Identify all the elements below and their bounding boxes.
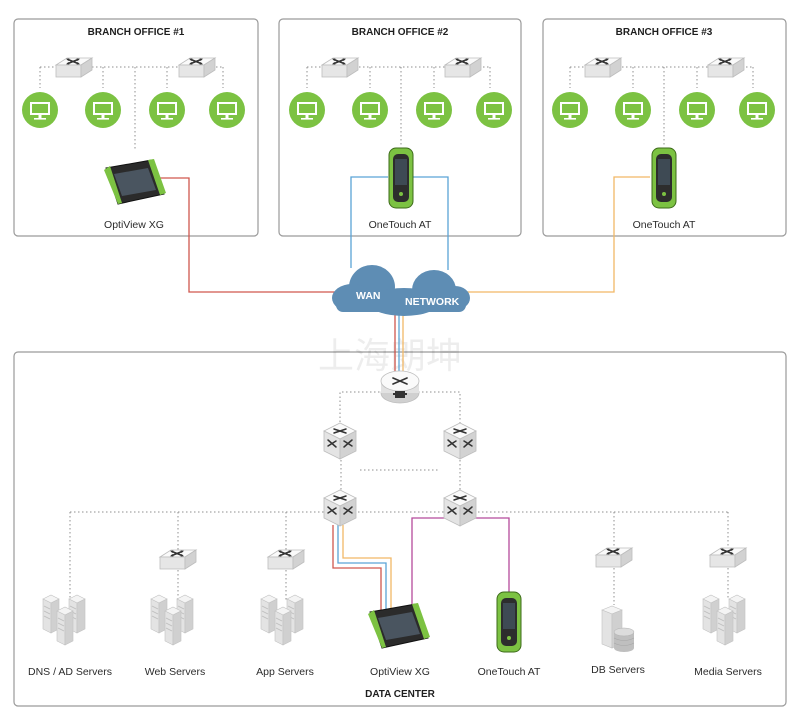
core-switch-left xyxy=(323,422,357,460)
onetouch-handheld-icon xyxy=(388,147,414,209)
router-icon xyxy=(380,370,420,404)
onetouch-handheld-icon xyxy=(651,147,677,209)
branch-3-device-label: OneTouch AT xyxy=(633,219,696,231)
dns-servers-label: DNS / AD Servers xyxy=(28,666,112,678)
branch-3-title: BRANCH OFFICE #3 xyxy=(616,27,713,38)
cloud-icon xyxy=(332,265,470,316)
branch-office-1-box xyxy=(13,18,259,237)
media-servers-label: Media Servers xyxy=(694,666,762,678)
core-switch-right xyxy=(443,422,477,460)
branch-1-device-label: OptiView XG xyxy=(104,219,164,231)
distribution-switch-right xyxy=(443,489,477,527)
web-servers-label: Web Servers xyxy=(145,666,206,678)
branch-2-device-label: OneTouch AT xyxy=(369,219,432,231)
app-servers-label: App Servers xyxy=(256,666,314,678)
db-servers-label: DB Servers xyxy=(591,664,645,676)
branch-2-title: BRANCH OFFICE #2 xyxy=(352,27,449,38)
cloud-wan-label: WAN xyxy=(356,290,381,302)
data-center-title: DATA CENTER xyxy=(365,689,436,700)
dc-optiview-label: OptiView XG xyxy=(370,666,430,678)
distribution-switch-left xyxy=(323,489,357,527)
data-center-box xyxy=(13,351,787,707)
cloud-network-label: NETWORK xyxy=(405,296,460,308)
watermark: 上海朗坤 xyxy=(318,336,462,377)
dc-onetouch-label: OneTouch AT xyxy=(478,666,541,678)
dc-onetouch-handheld-icon xyxy=(496,591,522,653)
branch-1-title: BRANCH OFFICE #1 xyxy=(88,27,185,38)
